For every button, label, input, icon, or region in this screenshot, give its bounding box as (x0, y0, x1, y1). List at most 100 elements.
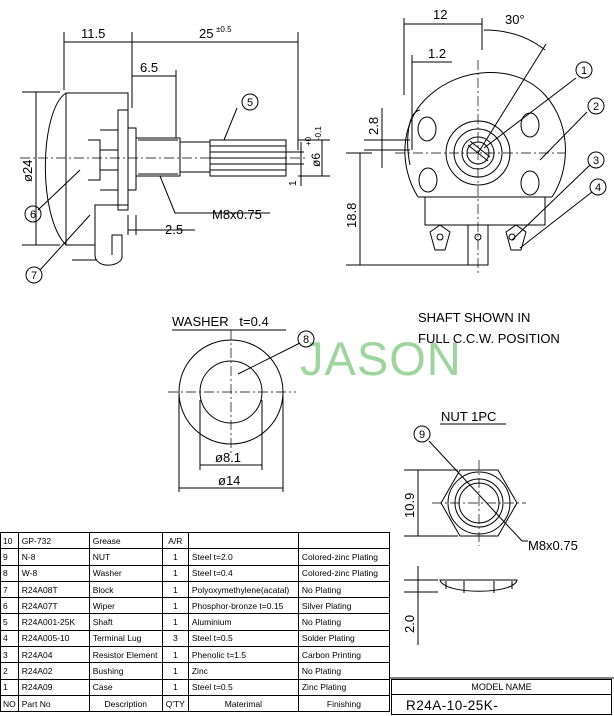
dim-text-6: ø6 (309, 153, 323, 167)
dim-text-m8: M8x0.75 (212, 207, 262, 222)
bom-cell-qty: 1 (161, 678, 189, 696)
case-front (404, 72, 566, 198)
title-block: MODEL NAME R24A-10-25K- (391, 679, 612, 715)
note-line-2: FULL C.C.W. POSITION (418, 331, 560, 346)
dim-text-25: 25 (199, 26, 213, 41)
bom-cell-material (187, 531, 299, 550)
callout-1: 1 (581, 65, 587, 77)
bom-cell-finish (297, 531, 391, 550)
bom-header-desc: Description (88, 694, 163, 713)
washer-inner-dia: ø8.1 (215, 450, 241, 465)
bom-cell-part: R24A07T (17, 597, 90, 615)
callout-5: 5 (247, 97, 253, 109)
bom-cell-no: 10 (0, 531, 19, 550)
mounting-plate (117, 109, 129, 211)
side-view (20, 32, 330, 284)
bom-cell-no: 1 (0, 678, 19, 696)
bom-cell-desc: Terminal Lug (88, 629, 163, 648)
dim-text-6-tol-lower: -0.1 (314, 126, 323, 140)
bom-cell-material: Steel t=0.4 (187, 564, 299, 582)
callout-2: 2 (593, 101, 599, 113)
bom-cell-material: Zinc (187, 662, 299, 680)
nut-thread: M8x0.75 (528, 538, 578, 553)
bom-cell-finish: Colored-zinc Plating (297, 564, 391, 582)
dim-text-25-tol: ±0.5 (216, 25, 232, 34)
bom-header-no: NO (0, 694, 19, 713)
dim-text-11-5: 11.5 (81, 26, 105, 41)
bom-cell-part: R24A09 (17, 678, 90, 696)
dim-text-30: 30° (505, 12, 525, 27)
dim-text-1: 1 (288, 180, 299, 186)
nut-side (439, 579, 518, 592)
bom-cell-finish: Solder Plating (297, 629, 391, 648)
nut-view (404, 423, 528, 645)
bom-cell-no: 7 (0, 580, 19, 599)
model-name-value: R24A-10-25K- (406, 698, 499, 713)
bom-cell-no: 3 (0, 646, 19, 664)
bom-header-qty: Q'TY (161, 694, 189, 713)
dim-text-2-8: 2.8 (366, 117, 381, 135)
washer-title: WASHER t=0.4 (172, 314, 269, 329)
bom-cell-material: Steel t=0.5 (187, 678, 299, 696)
bom-cell-qty: A/R (161, 531, 189, 550)
bom-cell-no: 2 (0, 662, 19, 680)
bom-cell-material: Polyoxymethylene(acatal) (187, 580, 299, 599)
bom-cell-desc: Washer (88, 564, 163, 582)
bom-cell-part: R24A02 (17, 662, 90, 680)
bom-cell-qty: 1 (161, 597, 189, 615)
dim-text-1-2: 1.2 (428, 46, 446, 61)
bom-cell-no: 6 (0, 597, 19, 615)
bom-cell-finish: Colored-zinc Plating (297, 548, 391, 566)
nut-height: 10.9 (402, 493, 417, 518)
bom-cell-no: 8 (0, 564, 19, 582)
washer-view (168, 329, 315, 492)
case-body (44, 92, 129, 246)
nut-title: NUT 1PC (441, 409, 496, 424)
bom-cell-part: R24A04 (17, 646, 90, 664)
dim-text-6-tol-upper: +0 (304, 136, 313, 146)
bushing-base (127, 127, 137, 191)
bom-header-finish: Finishing (297, 694, 391, 713)
bom-cell-finish: No Plating (297, 613, 391, 631)
bom-cell-desc: Wiper (88, 597, 163, 615)
bom-cell-finish: Carbon Printing (297, 646, 391, 664)
bom-cell-part: R24A08T (17, 580, 90, 599)
bom-cell-desc: Grease (88, 531, 163, 550)
bom-cell-finish: Silver Plating (297, 597, 391, 615)
bom-cell-material: Steel t=0.5 (187, 629, 299, 648)
dim-text-6-5: 6.5 (140, 60, 158, 75)
callout-4: 4 (595, 182, 601, 194)
washer-outer-dia: ø14 (218, 473, 240, 488)
dim-text-18-8: 18.8 (344, 203, 359, 228)
callout-3: 3 (593, 155, 599, 167)
bom-cell-no: 4 (0, 629, 19, 648)
front-view (346, 18, 607, 275)
bom-cell-finish: Zinc Plating (297, 678, 391, 696)
dim-text-12: 12 (433, 7, 447, 22)
bom-header-part: Part No (17, 694, 90, 713)
nut-thickness: 2.0 (402, 615, 417, 633)
bom-cell-qty: 1 (161, 580, 189, 599)
bom-cell-qty: 1 (161, 646, 189, 664)
dim-text-2-5: 2.5 (165, 222, 183, 237)
watermark: JASON (300, 332, 462, 385)
terminal-lug (94, 234, 123, 266)
bom-cell-part: R24A005-10 (17, 629, 90, 648)
threaded-bushing (135, 137, 181, 177)
bom-cell-qty: 1 (161, 613, 189, 631)
bom-cell-finish: No Plating (297, 580, 391, 599)
bom-cell-qty: 3 (161, 629, 189, 648)
bom-cell-material: Phosphor-bronze t=0.15 (187, 597, 299, 615)
